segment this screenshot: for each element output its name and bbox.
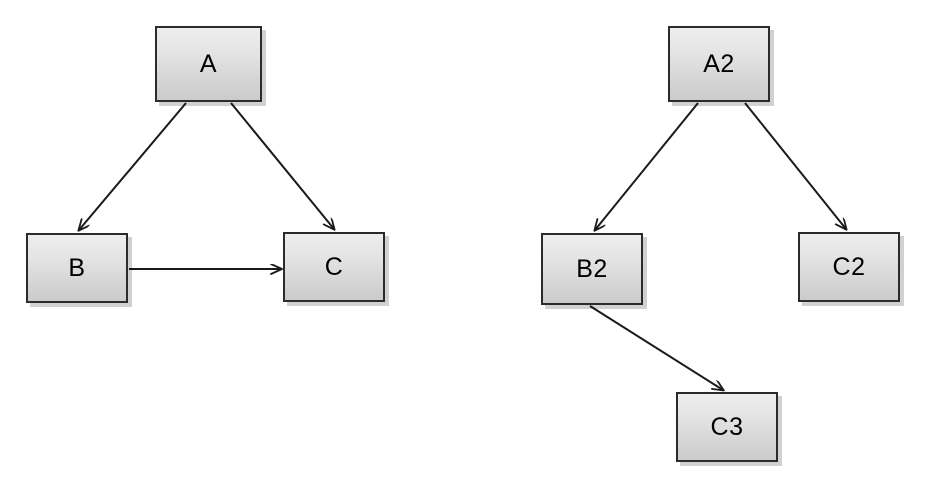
node-c2[interactable]: C2 — [798, 232, 900, 302]
edge-a2-to-b2[interactable] — [595, 102, 699, 230]
edge-a-to-b[interactable] — [79, 102, 187, 230]
node-b[interactable]: B — [26, 233, 128, 303]
edge-a-to-c[interactable] — [230, 102, 334, 229]
edge-b2-to-c3[interactable] — [589, 305, 723, 390]
node-b2[interactable]: B2 — [541, 233, 643, 305]
node-label-c3: C3 — [710, 412, 744, 441]
node-c[interactable]: C — [283, 232, 385, 302]
node-label-b2: B2 — [576, 254, 608, 283]
node-a[interactable]: A — [155, 26, 262, 102]
node-label-c2: C2 — [832, 252, 866, 281]
node-label-c: C — [324, 252, 344, 281]
edge-a2-to-c2[interactable] — [744, 102, 846, 229]
node-label-b: B — [68, 253, 86, 282]
node-c3[interactable]: C3 — [676, 392, 778, 462]
node-label-a2: A2 — [703, 49, 735, 78]
node-label-a: A — [199, 49, 218, 78]
node-a2[interactable]: A2 — [668, 26, 770, 102]
